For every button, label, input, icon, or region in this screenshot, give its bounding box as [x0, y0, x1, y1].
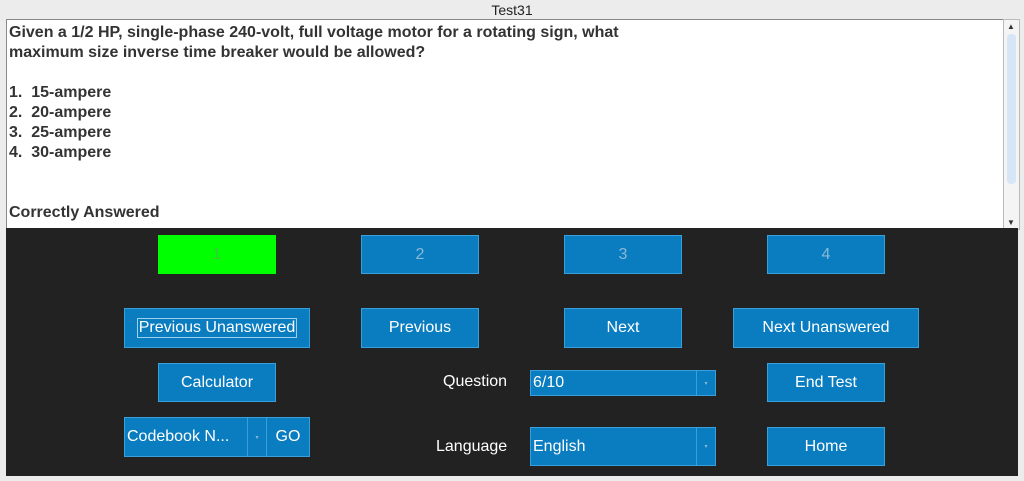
window-title: Test31 [491, 2, 533, 18]
codebook-select-value: Codebook N... [127, 428, 230, 445]
previous-unanswered-label: Previous Unanswered [136, 318, 298, 338]
previous-unanswered-button[interactable]: Previous Unanswered [124, 308, 310, 348]
answer-button-4[interactable]: 4 [767, 235, 885, 274]
language-label: Language [436, 438, 508, 455]
codebook-select[interactable]: Codebook N... ▾ [124, 417, 267, 457]
scrollbar[interactable]: ▲ ▼ [1003, 19, 1020, 230]
language-select-value: English [533, 437, 586, 455]
calculator-button[interactable]: Calculator [158, 363, 276, 402]
question-text: Given a 1/2 HP, single-phase 240-volt, f… [9, 24, 619, 221]
next-button[interactable]: Next [564, 308, 682, 348]
control-panel: 1 2 3 4 Previous Unanswered Previous Nex… [6, 228, 1018, 476]
scroll-thumb[interactable] [1007, 34, 1016, 184]
go-button[interactable]: GO [266, 417, 310, 457]
answer-button-1[interactable]: 1 [158, 235, 276, 274]
next-unanswered-button[interactable]: Next Unanswered [733, 308, 919, 348]
answer-button-3[interactable]: 3 [564, 235, 682, 274]
question-select[interactable]: 6/10 ▾ [530, 370, 716, 396]
answer-button-2[interactable]: 2 [361, 235, 479, 274]
scroll-up-icon[interactable]: ▲ [1007, 22, 1015, 31]
chevron-down-icon[interactable]: ▾ [247, 418, 266, 456]
question-text-area: Given a 1/2 HP, single-phase 240-volt, f… [6, 19, 1004, 229]
chevron-down-icon[interactable]: ▾ [696, 428, 715, 465]
language-select[interactable]: English ▾ [530, 427, 716, 466]
question-select-value: 6/10 [533, 374, 565, 391]
chevron-down-icon[interactable]: ▾ [696, 371, 715, 395]
scroll-down-icon[interactable]: ▼ [1007, 218, 1015, 227]
end-test-button[interactable]: End Test [767, 363, 885, 402]
previous-button[interactable]: Previous [361, 308, 479, 348]
question-label: Question [443, 373, 508, 390]
home-button[interactable]: Home [767, 427, 885, 466]
